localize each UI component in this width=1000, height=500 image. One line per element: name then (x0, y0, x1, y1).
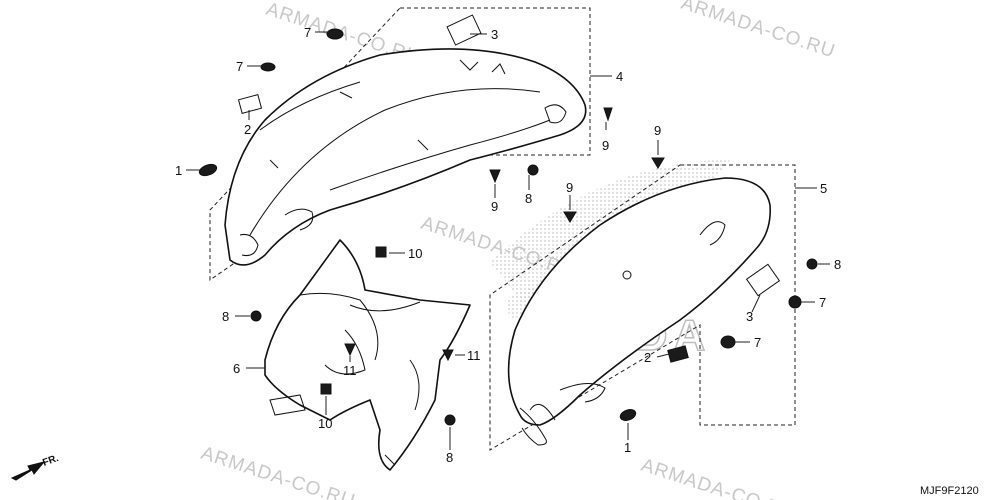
grommet-1a (198, 163, 218, 177)
watermark-top-right: ARMADA-CO.RU (678, 0, 837, 62)
callout-10: 10 (408, 246, 422, 261)
callout-2: 2 (644, 350, 651, 365)
strip-3b (745, 263, 781, 297)
callout-2: 2 (244, 122, 251, 137)
callout-8: 8 (222, 309, 229, 324)
callout-3: 3 (746, 309, 753, 324)
callout-7: 7 (819, 295, 826, 310)
group-box-part4 (209, 7, 591, 281)
callout-1: 1 (175, 163, 182, 178)
clip-11a (344, 343, 356, 357)
screw-8c (250, 310, 262, 322)
part-6-inner-cover-lower (264, 239, 471, 471)
callout-6: 6 (233, 361, 240, 376)
callout-8: 8 (446, 450, 453, 465)
diagram-code: MJF9F2120 (920, 485, 979, 497)
clip-9d (563, 211, 577, 223)
strip-3a (446, 14, 482, 46)
grommet-7d (720, 335, 736, 349)
leader-lines (186, 31, 830, 450)
grommet-1b (619, 409, 637, 421)
grommet-7b (260, 62, 276, 72)
clip-9b (651, 157, 665, 169)
screw-8d (444, 414, 456, 426)
callout-7: 7 (304, 25, 311, 40)
callouts: 1 7 7 2 3 4 9 9 9 8 9 5 8 7 3 7 2 1 10 8… (175, 25, 841, 465)
pad-2b (667, 345, 689, 363)
callout-9: 9 (602, 138, 609, 153)
nut-10b (320, 383, 332, 395)
watermark-bottom-right: ARMADA-CO.RU (638, 455, 797, 500)
callout-10: 10 (318, 416, 332, 431)
callout-7: 7 (754, 335, 761, 350)
callout-11: 11 (343, 363, 357, 378)
group-box-part5 (489, 164, 796, 451)
callout-9: 9 (566, 180, 573, 195)
callout-8: 8 (525, 191, 532, 206)
part-4-inner-cover-upper (224, 48, 587, 266)
grommet-7c (788, 295, 802, 309)
callout-7: 7 (236, 59, 243, 74)
front-direction-label: FR. (41, 453, 60, 469)
callout-9: 9 (491, 199, 498, 214)
front-direction-arrow: FR. (10, 453, 60, 481)
screw-8b (806, 258, 818, 270)
clip-11b (442, 349, 454, 362)
grommet-7a (326, 28, 344, 40)
pad-2a (237, 94, 263, 114)
screw-8a (527, 164, 539, 176)
watermark-bottom-left: ARMADA-CO.RU (198, 443, 357, 500)
callout-5: 5 (820, 181, 827, 196)
callout-11: 11 (467, 348, 481, 363)
nut-10a (375, 246, 387, 258)
callout-4: 4 (616, 69, 623, 84)
small-parts (198, 14, 818, 426)
part-5-side-cover (507, 177, 772, 446)
clip-9a (603, 107, 613, 122)
clip-9c (489, 169, 501, 184)
callout-3: 3 (491, 27, 498, 42)
callout-1: 1 (624, 440, 631, 455)
callout-9: 9 (654, 123, 661, 138)
callout-8: 8 (834, 257, 841, 272)
